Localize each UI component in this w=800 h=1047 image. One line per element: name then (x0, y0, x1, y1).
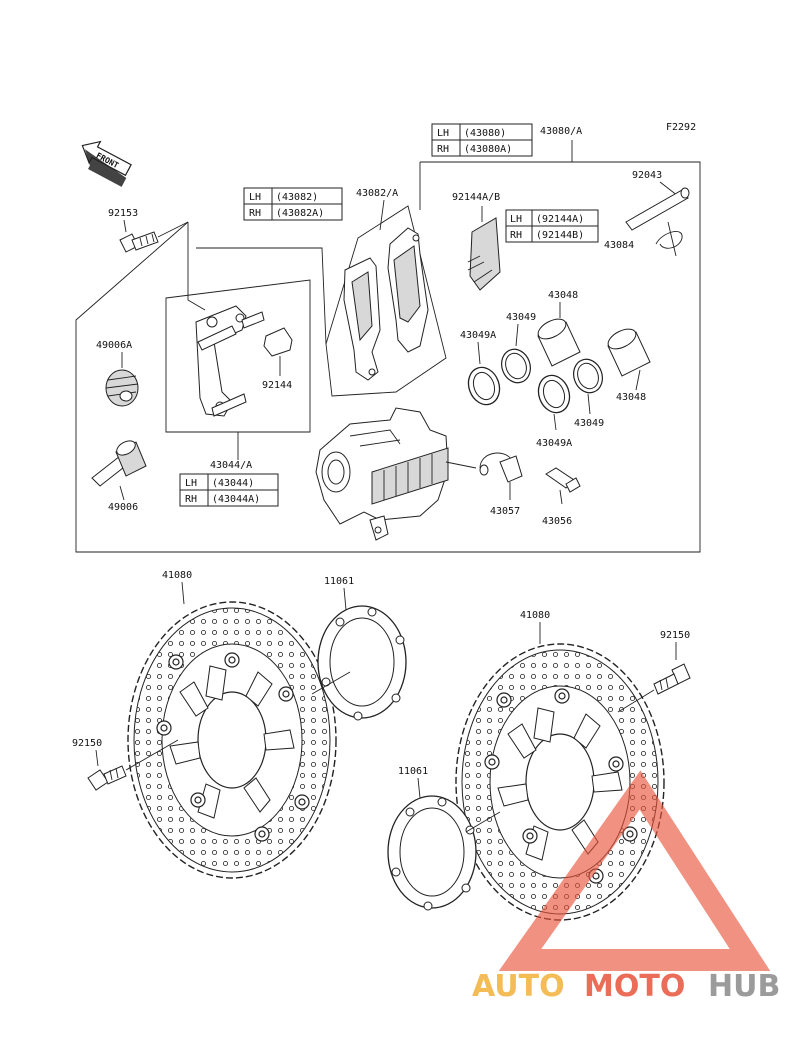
seal-43049-top (501, 348, 531, 384)
label-92150-right: 92150 (660, 630, 690, 641)
piston-bottom (607, 328, 651, 377)
label-43084: 43084 (604, 240, 634, 251)
disc-spacer-left (317, 605, 407, 721)
label-43057: 43057 (490, 506, 520, 517)
brake-disc-left (127, 601, 337, 879)
seal-43049A-bottom (537, 374, 571, 414)
label-43056: 43056 (542, 516, 572, 527)
label-41080-left: 41080 (162, 570, 192, 581)
label-92144AB: 92144A/B (452, 192, 500, 203)
label-43049A-top: 43049A (460, 330, 496, 341)
label-43048-bottom: 43048 (616, 392, 646, 403)
label-43048-top: 43048 (548, 290, 578, 301)
label-92150-left: 92150 (72, 738, 102, 749)
pin-clip (655, 221, 683, 257)
bolt-92153 (119, 231, 159, 253)
svg-text:(43082): (43082) (276, 192, 318, 203)
slide-pin-49006 (91, 440, 147, 487)
piston-top (537, 318, 581, 367)
label-43044A: 43044/A (210, 460, 252, 471)
svg-text:(43044A): (43044A) (212, 494, 260, 505)
bleeder-cap (479, 452, 523, 483)
anti-rattle-spring (467, 217, 501, 291)
svg-text:RH: RH (185, 494, 197, 505)
label-43080A: 43080/A (540, 126, 582, 137)
svg-text:LH: LH (185, 478, 197, 489)
label-92043: 92043 (632, 170, 662, 181)
disc-spacer-right (387, 795, 477, 911)
watermark-moto: MOTO (584, 969, 685, 1004)
svg-text:RH: RH (437, 144, 449, 155)
label-43049-top: 43049 (506, 312, 536, 323)
table-92144: LH (92144A) RH (92144B) (505, 209, 599, 243)
label-49006A: 49006A (96, 340, 132, 351)
caliper-body (315, 407, 449, 541)
table-43080: LH (43080) RH (43080A) (431, 123, 533, 157)
watermark-hub: HUB (708, 969, 780, 1004)
front-arrow-icon: FRONT (81, 140, 132, 187)
svg-text:(43082A): (43082A) (276, 208, 324, 219)
label-92144: 92144 (262, 380, 292, 391)
svg-text:LH: LH (249, 192, 261, 203)
label-92153: 92153 (108, 208, 138, 219)
table-43082: LH (43082) RH (43082A) (243, 187, 343, 221)
automotohub-watermark-logo: AUTO MOTO HUB (472, 770, 780, 1004)
caliper-bracket (195, 305, 265, 417)
brake-pad-left (343, 257, 381, 381)
bracket-outline (165, 279, 311, 433)
seal-43049-bottom (573, 358, 603, 394)
svg-text:RH: RH (249, 208, 261, 219)
label-43082A: 43082/A (356, 188, 398, 199)
bleeder-valve (545, 467, 581, 493)
pad-spring-92144 (263, 327, 293, 357)
label-43049A-bottom: 43049A (536, 438, 572, 449)
svg-text:LH: LH (510, 214, 522, 225)
seal-43049A-top (467, 366, 501, 406)
svg-text:(43080A): (43080A) (464, 144, 512, 155)
disc-bolt-right (653, 663, 691, 695)
caliper-pin (625, 187, 690, 231)
label-49006: 49006 (108, 502, 138, 513)
caliper-assembly-outline (75, 161, 701, 553)
boot-49006A (105, 369, 139, 407)
label-11061-right: 11061 (398, 766, 428, 777)
label-43049-bottom: 43049 (574, 418, 604, 429)
svg-text:(92144A): (92144A) (536, 214, 584, 225)
figure-code: F2292 (666, 122, 696, 133)
table-43044: LH (43044) RH (43044A) (179, 473, 279, 507)
svg-text:RH: RH (510, 230, 522, 241)
disc-bolt-left (87, 765, 127, 791)
label-41080-right: 41080 (520, 610, 550, 621)
svg-text:(43044): (43044) (212, 478, 254, 489)
svg-text:(92144B): (92144B) (536, 230, 584, 241)
watermark-auto: AUTO (472, 969, 565, 1004)
svg-text:(43080): (43080) (464, 128, 506, 139)
label-11061-left: 11061 (324, 576, 354, 587)
brake-pad-right (387, 227, 429, 353)
svg-text:LH: LH (437, 128, 449, 139)
